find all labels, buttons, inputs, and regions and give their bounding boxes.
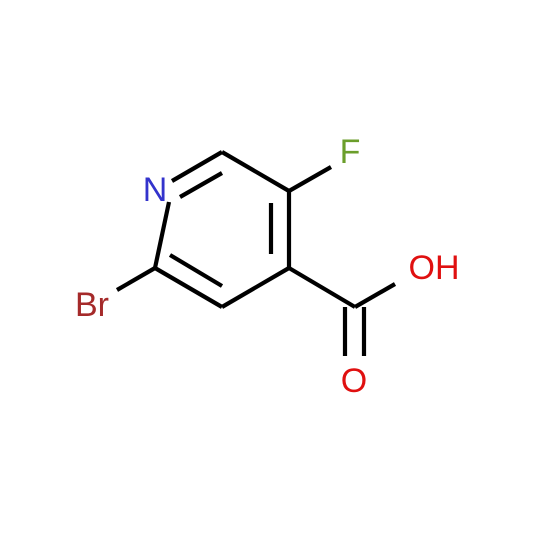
bond-c5-f: [287, 165, 333, 193]
bond-c2-br: [115, 266, 157, 292]
atom-label-o: O: [341, 362, 367, 400]
bond-c3-c4: [220, 266, 291, 309]
bond-c2-c3-inner: [168, 253, 224, 288]
bond-n-c2: [152, 201, 172, 269]
bond-carboxyl-oh: [353, 282, 397, 309]
atom-label-n: N: [143, 171, 168, 209]
atom-label-f: F: [340, 133, 361, 171]
bond-c4-carboxyl: [287, 266, 357, 309]
bond-c6-n-inner: [178, 171, 224, 199]
atom-label-oh: OH: [409, 249, 460, 287]
atom-label-br: Br: [75, 286, 109, 324]
bond-c6-n: [170, 150, 224, 183]
bond-c5-c6: [220, 150, 291, 193]
bond-c2-c3: [153, 266, 224, 309]
